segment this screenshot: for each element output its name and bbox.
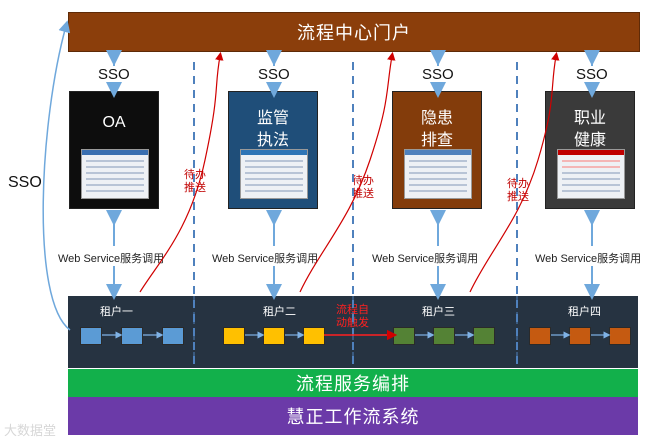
todo-push-curves: [139, 51, 560, 293]
system-box-hazard: 隐患 排查: [392, 91, 482, 209]
sso-left-label: SSO: [8, 174, 42, 191]
tenant-label-4: 租户四: [568, 306, 601, 318]
app-screenshot: [240, 149, 308, 199]
tenant-label-2: 租户二: [263, 306, 296, 318]
system-title: 隐患 排查: [420, 110, 453, 149]
todo-push-label-3: 待办 推送: [507, 178, 529, 203]
portal-banner: 流程中心门户: [68, 12, 640, 52]
orchestration-band: 流程服务编排: [68, 369, 638, 397]
system-box-supervision: 监管 执法: [228, 91, 318, 209]
process-node: [223, 327, 245, 345]
webservice-arrows: [106, 210, 600, 300]
app-screenshot: [81, 149, 149, 199]
system-title: OA: [102, 114, 126, 131]
webservice-label-2: Web Service服务调用: [212, 253, 319, 265]
tenant-label-3: 租户三: [422, 306, 455, 318]
webservice-label-1: Web Service服务调用: [58, 253, 165, 265]
orchestration-label: 流程服务编排: [296, 374, 410, 394]
system-title: 职业 健康: [573, 110, 606, 149]
webservice-label-3: Web Service服务调用: [372, 253, 479, 265]
process-node: [529, 327, 551, 345]
sso-label-3: SSO: [422, 66, 454, 83]
app-screenshot: [557, 149, 625, 199]
system-title: 监管 执法: [256, 110, 289, 149]
sso-label-1: SSO: [98, 66, 130, 83]
system-box-health: 职业 健康: [545, 91, 635, 209]
workflow-band: 慧正工作流系统: [68, 397, 638, 435]
webservice-label-4: Web Service服务调用: [535, 253, 642, 265]
tenant-label-1: 租户一: [100, 306, 133, 318]
watermark: 大数据堂: [4, 423, 57, 438]
sso-arrows: [106, 50, 600, 98]
sso-label-4: SSO: [576, 66, 608, 83]
dashed-separators: [193, 62, 518, 366]
tenant-dividers: [193, 296, 518, 368]
sso-label-2: SSO: [258, 66, 290, 83]
app-screenshot: [404, 149, 472, 199]
left-sso-curve: [42, 20, 71, 331]
workflow-label: 慧正工作流系统: [286, 407, 420, 427]
process-node: [80, 327, 102, 345]
portal-label: 流程中心门户: [297, 23, 411, 43]
